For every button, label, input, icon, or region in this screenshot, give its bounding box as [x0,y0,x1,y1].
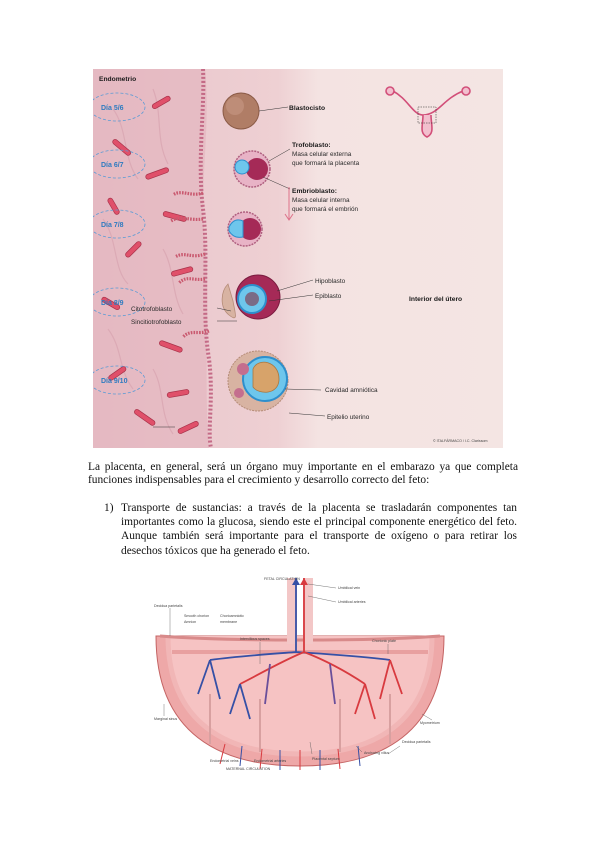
endometrial-glands [101,95,199,434]
credit-label: © ITALFÁRMACO / I.C. Clarissom [433,439,488,443]
arrow-icon [284,187,294,221]
day-markers [93,92,146,395]
endometrio-label: Endometrio [99,76,136,83]
embrioblasto-line1: Masa celular interna [292,197,350,204]
list-text: Transporte de sustancias: a través de la… [121,502,517,557]
hipoblasto-label: Hipoblasto [315,278,346,285]
epiblasto-label: Epiblasto [315,293,342,300]
uterus-icon [385,86,471,138]
endometrial-arteries-label: Endometrial arteries [254,759,286,763]
list-number: 1) [104,502,114,514]
membrane-line [159,634,441,642]
blastocyst-stage-4 [221,274,281,320]
uterine-crypts [170,191,210,339]
amnion-label: Amnion [184,620,196,624]
trofoblasto-line1: Masa celular externa [292,151,352,158]
placental-septum-label: Placental septum [312,757,340,761]
citotrofoblasto-label: Citotrofoblasto [131,306,173,313]
day-label-2: Día 6/7 [101,162,124,169]
day-label-3: Día 7/8 [101,222,124,229]
artery-arrow-icon [300,578,308,585]
maternal-circulation-label: MATERNAL CIRCULATION [226,767,271,771]
interior-utero-label: Interior del útero [409,296,462,303]
embrioblasto-line2: que formará el embrión [292,206,359,213]
embrioblasto-title: Embrioblasto: [292,188,337,195]
endometrial-vessels [219,743,361,770]
myometrium-label: Myometrium [420,721,440,725]
figure2-pointers [163,583,433,755]
epitelio-uterino-label: Epitelio uterino [327,414,370,421]
day-label-1: Día 5/6 [101,105,124,112]
umbilical-arteries-label: Umbilical arteries [338,600,366,604]
umbilical-cord [287,578,313,644]
membrane-label: membrane [220,620,237,624]
label-pointers [153,106,326,428]
cavidad-amniotica-label: Cavidad amniótica [325,387,378,394]
intervillous-label: Intervillous spaces [240,637,270,641]
decidua-parietalis-bottom-label: Decidua parietalis [402,740,431,744]
placental-septa [209,694,391,752]
endometrium-tissue [93,69,209,448]
trofoblasto-line2: que formará la placenta [292,160,360,167]
blastocisto-label: Blastocisto [289,105,325,112]
endometrial-veins-label: Endometrial veins [210,759,239,763]
chorioamniotic-label: Chorioamniotic [220,614,244,618]
blastocyst-stage-2 [233,150,271,188]
day-label-4: Día 8/9 [101,300,124,307]
placenta-figure: FETAL CIRCULATION Umbilical vein Umbilic… [154,577,445,771]
vein-arrow-icon [292,578,300,585]
sincitiotrofoblasto-label: Sincitiotrofoblasto [131,319,182,326]
decidua-parietalis-top-label: Decidua parietalis [154,604,183,608]
tissue-streaks [102,88,184,435]
implantation-figure: Endometrio Día 5/6 Día 6/7 Día 7/8 Día 8… [93,69,503,448]
intro-paragraph: La placenta, en general, será un órgano … [88,461,518,487]
fetal-circulation-label: FETAL CIRCULATION [264,577,300,581]
smooth-chorion-label: Smooth chorion [184,614,209,618]
vessel-tree [197,578,403,720]
uterine-epithelium [198,69,213,448]
blastocyst-stage-5 [227,350,289,412]
placenta-body [168,636,432,754]
umbilical-vein-label: Umbilical vein [338,586,360,590]
marginal-sinus-label: Marginal sinus [154,717,177,721]
day-label-5: Día 9/10 [101,378,128,385]
chorionic-plate-label: Chorionic plate [372,639,396,643]
blastocyst-stage-3 [227,211,263,247]
trofoblasto-title: Trofoblasto: [292,142,331,149]
anchoring-villus-label: Anchoring villus [364,751,389,755]
